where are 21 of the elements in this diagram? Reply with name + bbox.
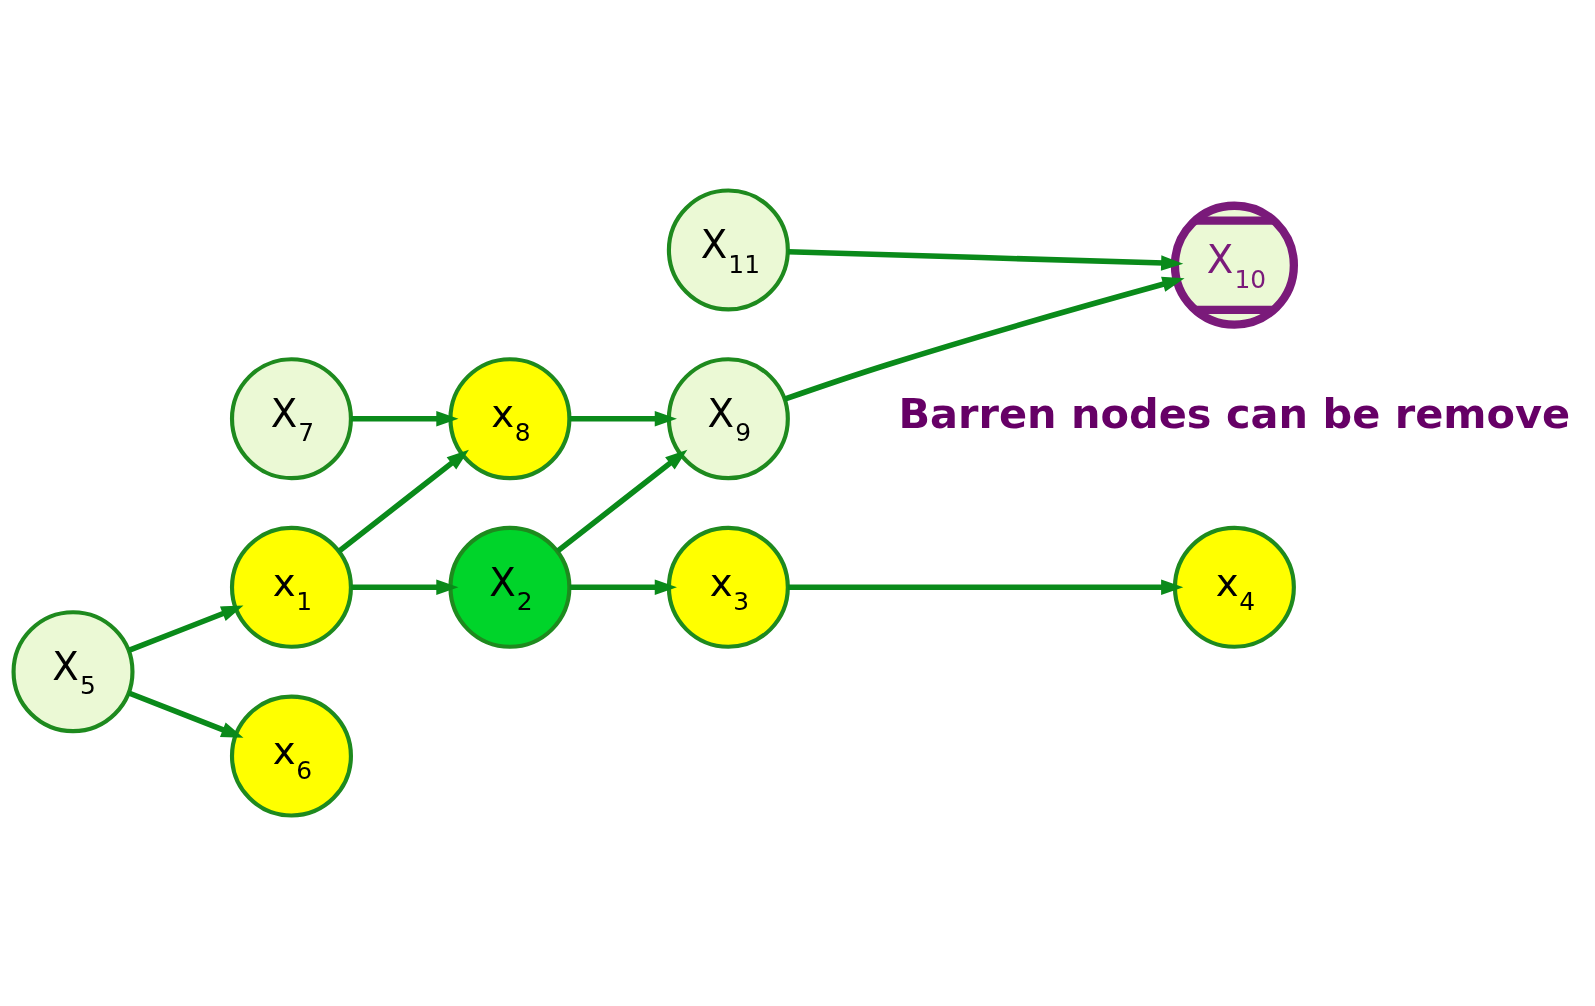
node-circle: X$_{11}$ bbox=[666, 188, 790, 312]
node-circle: X$_{5}$ bbox=[11, 610, 135, 734]
label: Barren nodes can be remove bbox=[898, 389, 1571, 438]
arrow bbox=[351, 579, 459, 596]
node-circle: x$_{3}$ bbox=[666, 525, 790, 649]
arrow bbox=[127, 690, 244, 738]
arrow bbox=[787, 248, 1184, 271]
arrow bbox=[351, 410, 459, 427]
node-circle: X$_{2}$ bbox=[448, 525, 572, 649]
node-circle: x$_{4}$ bbox=[1172, 525, 1296, 649]
arrow bbox=[783, 276, 1185, 402]
arrow bbox=[555, 449, 688, 554]
arrow bbox=[787, 579, 1184, 596]
arrow bbox=[127, 605, 244, 653]
arrow bbox=[569, 410, 677, 427]
node-circle: x$_{6}$ bbox=[229, 694, 353, 818]
arrow bbox=[337, 449, 469, 554]
node-circle: X$_{10}$ bbox=[1170, 201, 1298, 329]
node-circle: X$_{7}$ bbox=[229, 357, 353, 481]
arrow bbox=[569, 579, 677, 596]
node-circle: x$_{1}$ bbox=[229, 525, 353, 649]
